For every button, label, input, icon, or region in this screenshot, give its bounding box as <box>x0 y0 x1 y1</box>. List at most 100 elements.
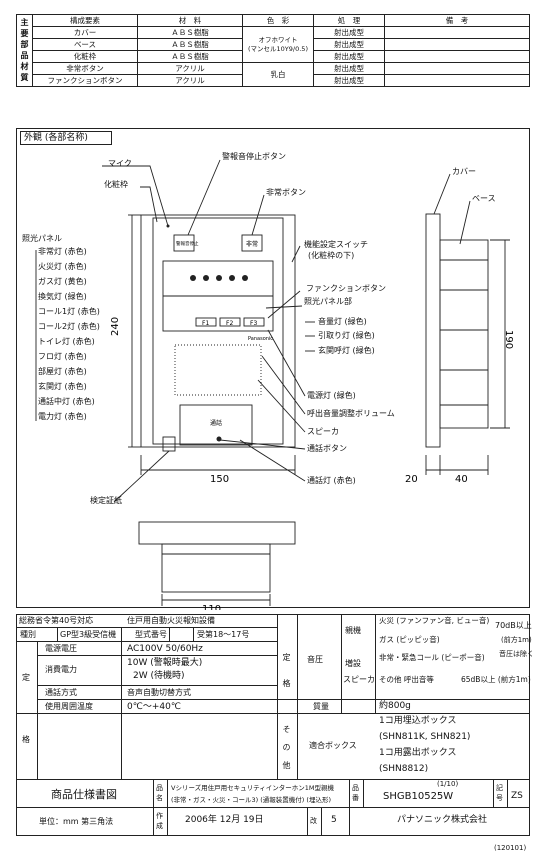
label-lit-panel-part: 照光パネル部 <box>304 297 352 306</box>
spec-value: 10W (警報時最大) <box>127 658 203 668</box>
spec-value: 0℃～+40℃ <box>127 702 181 712</box>
f3-label: F3 <box>250 320 257 327</box>
label-pickup-lamp: 引取り灯 (緑色) <box>318 331 375 340</box>
spec-value: 音声自動切替方式 <box>127 688 191 697</box>
lamp-item: 電力灯 (赤色) <box>38 412 87 421</box>
label-emergency: 非常ボタン <box>266 188 306 197</box>
bottom-cover-outline <box>138 521 296 545</box>
dim-height: 240 <box>110 317 121 336</box>
spec-side-kaku: 格 <box>22 735 30 744</box>
box-label: 適合ボックス <box>309 741 357 750</box>
other-label: その他 <box>282 725 291 779</box>
sound-row-label: 親機 <box>345 626 361 635</box>
sound-db-2: 65dB以上 (前方1m) <box>461 675 531 684</box>
rev-value: 5 <box>331 815 337 825</box>
lamp-item: 通話中灯 (赤色) <box>38 397 95 406</box>
lamp-item: ガス灯 (黄色) <box>38 277 87 286</box>
name-label: 品名 <box>156 784 163 802</box>
label-power-lamp: 電源灯 (緑色) <box>307 391 356 400</box>
name-line1: Vシリーズ用住戸用セキュリティインターホン1M型親機 <box>171 784 334 792</box>
label-lit-panel: 照光パネル <box>22 234 62 243</box>
company-name: パナソニック株式会社 <box>397 815 488 825</box>
spec-table: 総務省令第40号対応 住戸用自動火災報知設備 種別 GP型3級受信機 型式番号 … <box>16 614 534 836</box>
symbol-value: ZS <box>511 791 523 801</box>
dim-depth-a: 20 <box>405 474 418 485</box>
f2-shape <box>219 317 241 327</box>
brand-mark: Panasonic <box>248 336 273 342</box>
f2-label: F2 <box>226 320 233 327</box>
label-func-switch-sub: (化粧枠の下) <box>308 251 355 260</box>
rev-label: 改 <box>310 817 317 825</box>
spec-label: 消費電力 <box>45 665 77 674</box>
spec-value: AC100V 50/60Hz <box>127 644 203 654</box>
btn-emergency-label: 非常 <box>246 240 258 248</box>
label-sound-lamp: 音量灯 (緑色) <box>318 317 367 326</box>
number-value: SHGB10525W <box>383 791 454 802</box>
lamp-item: 火災灯 (赤色) <box>38 262 87 271</box>
color-white-munsell: (マンセル10Y9/0.5) <box>248 44 308 53</box>
sound-row-value: 非常・緊急コール (ピーポー音) <box>379 653 485 662</box>
mass-value: 約800g <box>379 701 411 711</box>
dim-depth-b: 40 <box>455 474 468 485</box>
label-call-lamp: 通話灯 (赤色) <box>307 476 356 485</box>
sound-db-1c: 音圧は除く <box>499 650 534 658</box>
doc-title: 商品仕様書図 <box>51 788 117 801</box>
sound-db-1: 70dB以上 <box>495 621 532 630</box>
sound-label: 音圧 <box>307 655 323 664</box>
speaker-area <box>174 344 262 396</box>
label-door-lamp: 玄関呼灯 (緑色) <box>318 346 375 355</box>
dim-width: 150 <box>210 474 229 485</box>
doc-code: (120101) <box>494 844 527 852</box>
drawing-frame <box>16 128 530 608</box>
row-remarks <box>384 74 530 87</box>
box-line: (SHN811K, SHN821) <box>379 732 471 742</box>
unit-note: 単位：mm 第三角法 <box>39 817 114 826</box>
label-call-button: 通話ボタン <box>307 444 347 453</box>
lamp-item: コール1灯 (赤色) <box>38 307 100 316</box>
color-white: オフホワイト <box>258 35 298 44</box>
lamp-item: フロ灯 (赤色) <box>38 352 87 361</box>
row-material: アクリル <box>137 74 243 87</box>
box-line: (SHN8812) <box>379 764 429 774</box>
box-line: 1コ用埋込ボックス <box>379 716 457 726</box>
section-title-box <box>20 131 112 145</box>
made-label: 作成 <box>156 812 163 830</box>
model-value: 受第18～17号 <box>197 630 250 639</box>
lamp-item: 非常灯 (赤色) <box>38 247 87 256</box>
label-base: ベース <box>472 194 496 203</box>
dim-bottom-width: 110 <box>202 604 221 610</box>
spec-label: 電源電圧 <box>45 644 77 653</box>
sound-row-value: ガス (ピッピッ音) <box>379 635 440 644</box>
spec-side-setsu: 定 <box>22 673 30 682</box>
btn-call-label: 通話 <box>210 419 222 427</box>
label-frame: 化粧枠 <box>104 180 128 189</box>
lamp-item: 部屋灯 (赤色) <box>38 367 87 376</box>
lamp-item: コール2灯 (赤色) <box>38 322 100 331</box>
bottom-base-outline <box>161 543 271 593</box>
spec-label: 使用周囲温度 <box>45 702 93 711</box>
sound-row-label: スピーカ <box>343 675 375 684</box>
color-white-cell: オフホワイト (マンセル10Y9/0.5) <box>242 26 314 63</box>
label-alarm-stop: 警報音停止ボタン <box>222 152 286 161</box>
sound-row-value: その他 呼出音等 <box>379 675 434 684</box>
f3-shape <box>243 317 265 327</box>
kind-value: GP型3級受信機 <box>60 630 117 639</box>
model-label: 型式番号 <box>135 630 167 639</box>
name-line2: (非常・ガス・火災・コール3) (通報装置機付) (埋込形) <box>171 796 331 804</box>
mass-label: 質量 <box>313 702 329 711</box>
page-number: (1/10) <box>437 780 459 788</box>
label-function-button: ファンクションボタン <box>306 284 386 293</box>
sound-row-value: 火災 (ファンファン音, ビュー音) <box>379 616 490 625</box>
label-vol-knob: 呼出音量調整ボリューム <box>307 409 395 418</box>
label-mic: マイク <box>108 159 132 168</box>
front-frame-outline <box>152 217 284 445</box>
label-cover: カバー <box>452 167 476 176</box>
sound-row-label: 増設 <box>345 659 361 668</box>
lamp-item: 玄関灯 (赤色) <box>38 382 87 391</box>
label-cert: 検定証紙 <box>90 496 122 505</box>
materials-table: 主要部品材質 構成要素 材 料 色 彩 処 理 備 考 カバー ＡＢＳ樹脂 オフ… <box>16 14 530 87</box>
made-date: 2006年 12月 19日 <box>185 815 264 825</box>
dim-side-height: 190 <box>503 330 514 349</box>
color-milky: 乳白 <box>242 62 314 87</box>
spec-side-rating: 定格 <box>282 653 291 705</box>
